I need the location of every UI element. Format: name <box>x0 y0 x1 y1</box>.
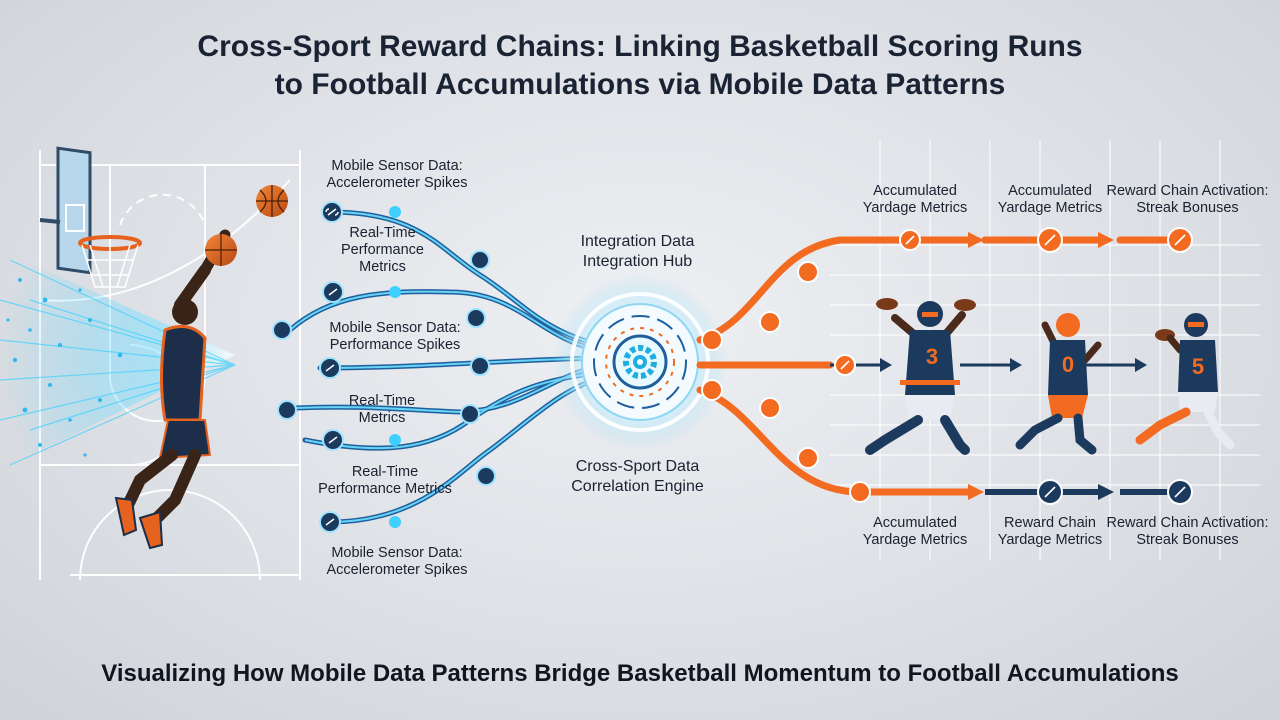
blue-link-nodes <box>272 201 496 533</box>
left-label-1: Mobile Sensor Data:Accelerometer Spikes <box>326 158 468 191</box>
gear-icon <box>623 345 657 379</box>
flow-arrowheads <box>880 232 1147 500</box>
page-title-line-2: to Football Accumulations via Mobile Dat… <box>274 68 1006 101</box>
orange-link-nodes <box>701 227 1193 505</box>
football-player-3 <box>865 298 976 455</box>
basketball-in-air <box>256 185 288 217</box>
right-top-label-3: Reward Chain Activation:Streak Bonuses <box>1106 183 1269 216</box>
jersey-number-0: 0 <box>1062 352 1074 377</box>
left-label-3: Mobile Sensor Data:Performance Spikes <box>329 320 461 353</box>
right-bottom-label-3: Reward Chain Activation:Streak Bonuses <box>1106 515 1269 548</box>
page-title-line-1: Cross-Sport Reward Chains: Linking Baske… <box>197 30 1083 63</box>
navy-link-flows <box>830 363 1170 495</box>
jersey-number-3: 3 <box>926 344 938 369</box>
jersey-number-5: 5 <box>1192 354 1204 379</box>
bottom-caption: Visualizing How Mobile Data Patterns Bri… <box>101 660 1179 687</box>
football-player-5 <box>1135 313 1235 450</box>
football-player-0 <box>1015 313 1102 455</box>
jersey-numbers: 3 0 5 <box>926 344 1204 379</box>
basketball-hoop <box>39 146 142 288</box>
left-label-6: Mobile Sensor Data:Accelerometer Spikes <box>326 545 468 578</box>
basketball-player <box>114 229 237 550</box>
